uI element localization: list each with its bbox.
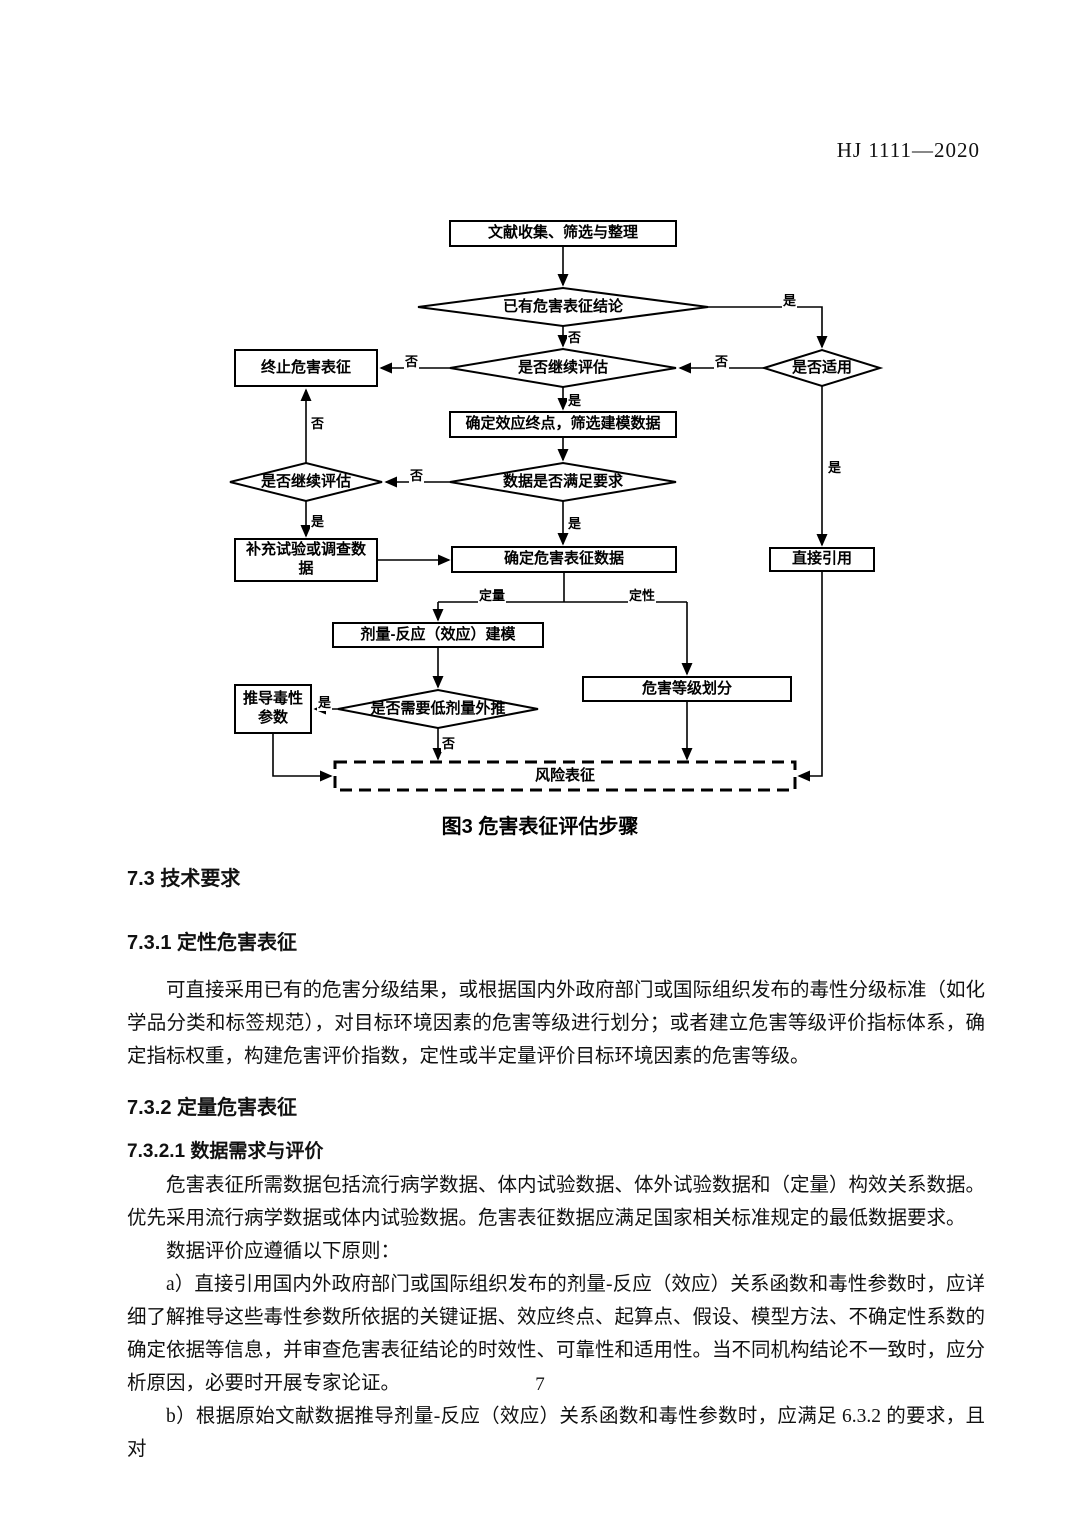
edge-label-no: 否 xyxy=(409,465,425,484)
node-derive-shape xyxy=(234,684,312,734)
edge-label-yes: 是 xyxy=(567,513,583,532)
node-derive: 推导毒性参数 xyxy=(242,690,303,726)
heading-7-3: 7.3 技术要求 xyxy=(127,868,241,890)
node-has-conclusion-shape xyxy=(417,286,709,328)
node-data-ok-shape xyxy=(449,461,677,503)
node-modeling-shape xyxy=(332,622,544,648)
node-low-dose-shape xyxy=(337,688,539,730)
edge-label-no: 否 xyxy=(714,351,730,370)
edge-label-no: 否 xyxy=(310,413,326,432)
hazard-characterization-flowchart: 文献收集、筛选与整理 已有危害表征结论 是否适用 是否继续评估 终止危害表征 确… xyxy=(229,220,884,792)
node-supplement: 补充试验或调查数据 xyxy=(245,541,366,577)
figure-caption: 图3 危害表征评估步骤 xyxy=(441,816,639,838)
node-endpoint-shape xyxy=(449,411,677,438)
node-confirm-data: 确定危害表征数据 xyxy=(503,550,624,568)
node-direct-cite: 直接引用 xyxy=(791,550,852,568)
node-supplement-shape xyxy=(234,538,378,582)
paragraph-7-3-2-1-b: 数据评价应遵循以下原则： xyxy=(166,1241,401,1262)
heading-7-3-2: 7.3.2 定量危害表征 xyxy=(127,1097,298,1119)
node-direct-cite-shape xyxy=(769,547,875,572)
node-applicable-shape xyxy=(760,348,884,388)
flowchart-canvas xyxy=(229,220,884,792)
node-has-conclusion: 已有危害表征结论 xyxy=(502,297,623,315)
node-endpoint: 确定效应终点，筛选建模数据 xyxy=(465,415,661,433)
body-content: 7.3 技术要求 7.3.1 定性危害表征 可直接采用已有的危害分级结果，或根据… xyxy=(127,866,985,1466)
node-risk-shape xyxy=(333,760,797,792)
node-confirm-data-shape xyxy=(451,546,677,573)
node-terminate: 终止危害表征 xyxy=(260,358,351,376)
standard-number: HJ 1111—2020 xyxy=(836,138,980,162)
node-grading-shape xyxy=(582,676,792,702)
heading-7-3-2-1: 7.3.2.1 数据需求与评价 xyxy=(127,1141,324,1162)
node-continue1-shape xyxy=(449,347,677,389)
edge-label-no: 否 xyxy=(567,327,583,346)
edge-label-quantitative: 定量 xyxy=(478,585,507,604)
node-collect: 文献收集、筛选与整理 xyxy=(487,224,638,242)
node-grading: 危害等级划分 xyxy=(641,679,732,697)
node-continue1: 是否继续评估 xyxy=(517,358,608,376)
edge-label-qualitative: 定性 xyxy=(628,585,657,604)
edge-label-yes: 是 xyxy=(310,511,326,530)
paragraph-7-3-2-1-a: 危害表征所需数据包括流行病学数据、体内试验数据、体外试验数据和（定量）构效关系数… xyxy=(127,1175,986,1229)
node-applicable: 是否适用 xyxy=(791,358,852,376)
node-collect-shape xyxy=(449,220,677,247)
edge-label-yes: 是 xyxy=(567,390,583,409)
node-risk: 风险表征 xyxy=(534,766,595,784)
edge-label-yes: 是 xyxy=(782,290,798,309)
paragraph-7-3-2-1-c: a）直接引用国内外政府部门或国际组织发布的剂量-反应（效应）关系函数和毒性参数时… xyxy=(127,1274,986,1394)
page-number: 7 xyxy=(535,1374,545,1395)
edge-label-yes: 是 xyxy=(317,692,333,711)
node-continue2-shape xyxy=(229,461,383,503)
edge-label-yes: 是 xyxy=(827,457,843,476)
node-low-dose: 是否需要低剂量外推 xyxy=(370,699,506,717)
edge-label-no: 否 xyxy=(441,733,457,752)
node-terminate-shape xyxy=(234,349,378,387)
node-modeling: 剂量-反应（效应）建模 xyxy=(360,625,516,643)
node-data-ok: 数据是否满足要求 xyxy=(502,472,623,490)
edge-label-no: 否 xyxy=(404,351,420,370)
node-continue2: 是否继续评估 xyxy=(260,472,351,490)
paragraph-7-3-1: 可直接采用已有的危害分级结果，或根据国内外政府部门或国际组织发布的毒性分级标准（… xyxy=(127,980,986,1067)
heading-7-3-1: 7.3.1 定性危害表征 xyxy=(127,932,298,954)
paragraph-7-3-2-1-d: b）根据原始文献数据推导剂量-反应（效应）关系函数和毒性参数时，应满足 6.3.… xyxy=(127,1406,985,1460)
